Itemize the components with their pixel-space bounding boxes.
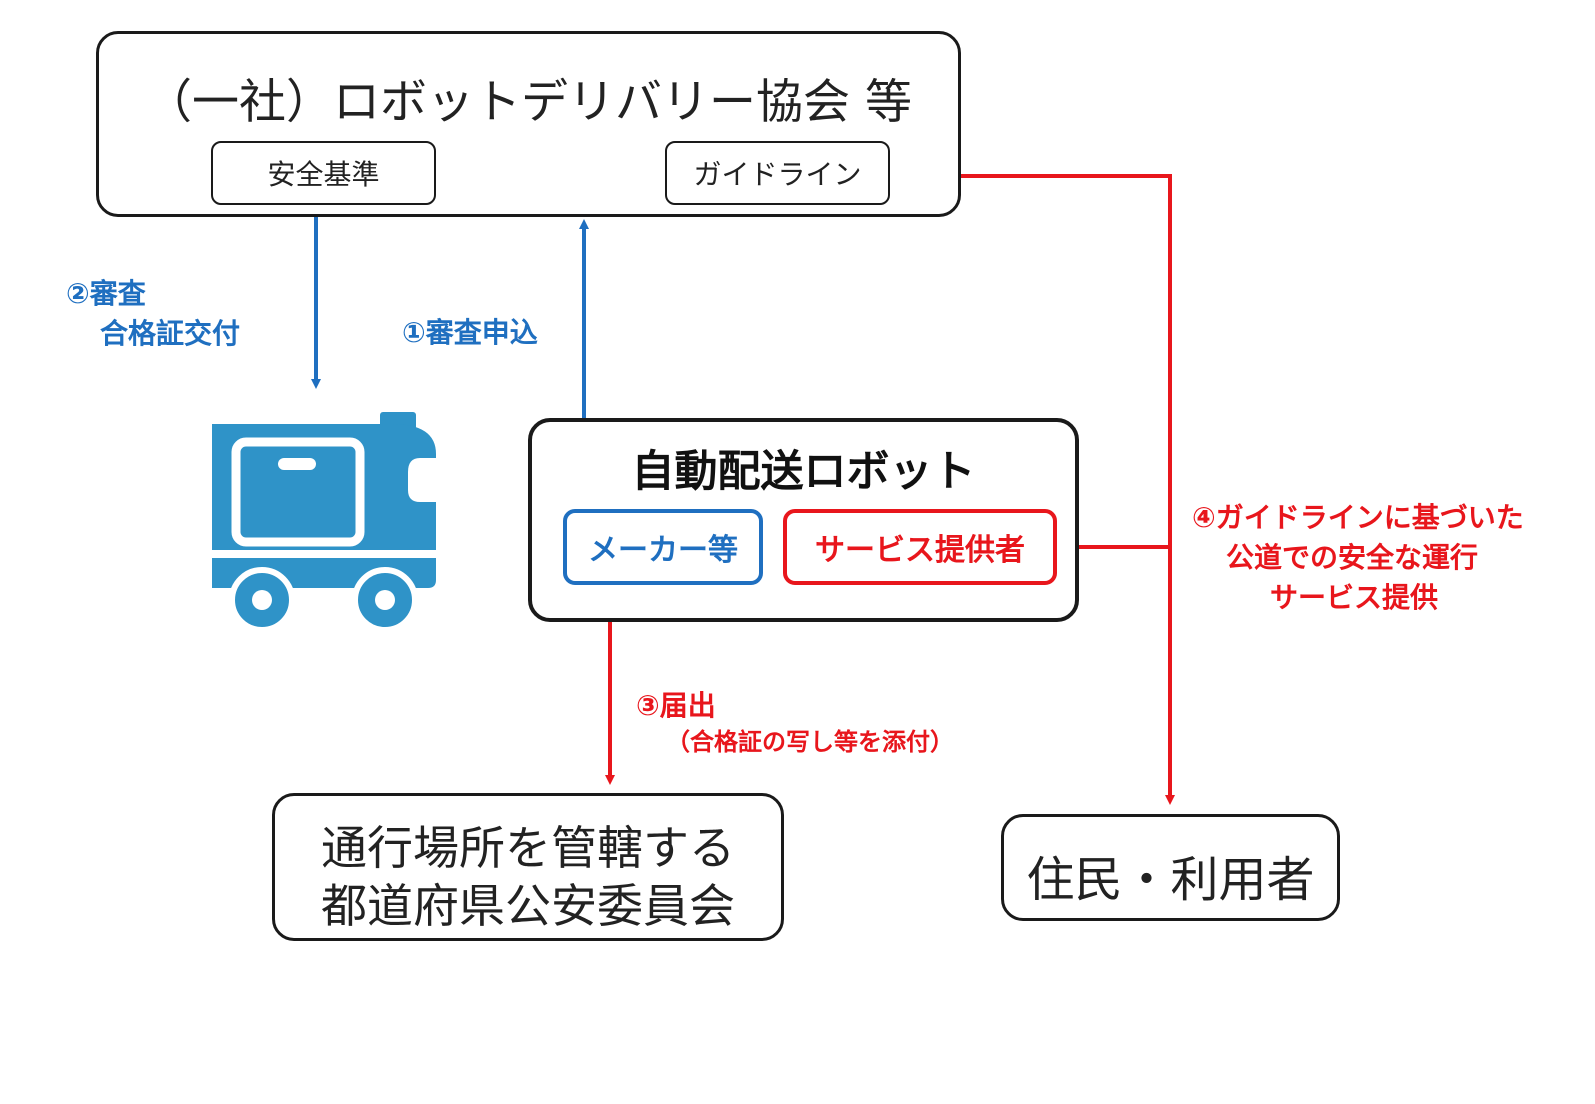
commission-line2: 都道府県公安委員会 xyxy=(321,879,735,933)
service-provider-box: サービス提供者 xyxy=(783,509,1057,585)
safety-standard-box: 安全基準 xyxy=(211,141,436,205)
step3-label-line2: （合格証の写し等を添付） xyxy=(666,728,954,756)
residents-label: 住民・利用者 xyxy=(1026,852,1315,908)
maker-box: メーカー等 xyxy=(563,509,763,585)
delivery-robot-icon xyxy=(210,412,440,632)
step4-label-line1: ④ガイドラインに基づいた xyxy=(1192,501,1524,534)
line-guideline xyxy=(890,174,1175,805)
step2-label-line2: 合格証交付 xyxy=(100,317,241,350)
guideline-box: ガイドライン xyxy=(665,141,890,205)
step4-label-line2: 公道での安全な運行 xyxy=(1226,541,1479,574)
residents-box xyxy=(1001,814,1340,921)
robot-box-title: 自動配送ロボット xyxy=(631,447,976,497)
step3-label-line1: ③届出 xyxy=(636,689,716,722)
commission-line1: 通行場所を管轄する xyxy=(321,821,735,875)
step1-label: ①審査申込 xyxy=(402,316,538,349)
public-safety-commission-box xyxy=(272,793,784,941)
step2-label-line1: ②審査 xyxy=(66,277,146,310)
step4-label-line3: サービス提供 xyxy=(1270,581,1439,614)
association-title: （一社）ロボットデリバリー協会 等 xyxy=(145,75,912,130)
